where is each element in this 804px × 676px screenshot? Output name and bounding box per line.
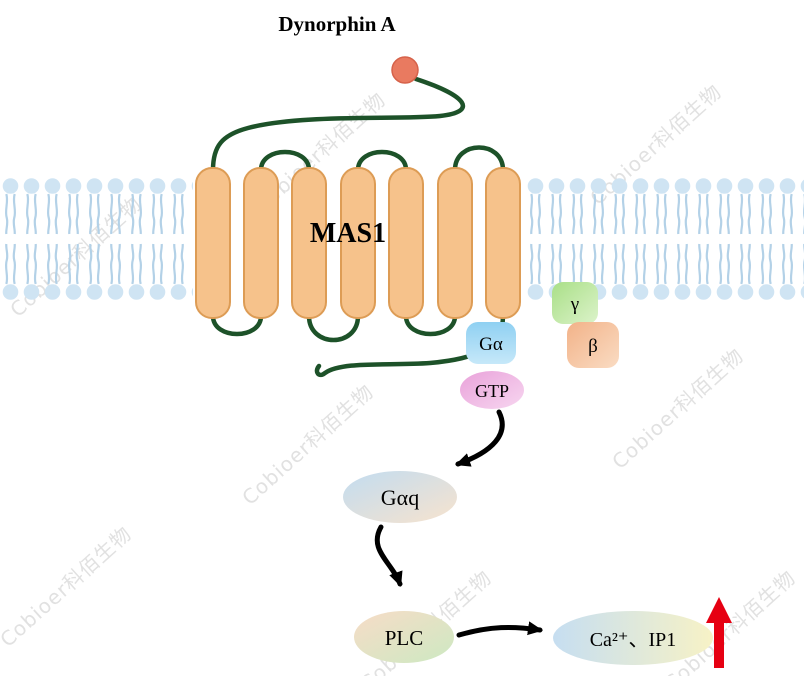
tm-helix <box>195 167 231 319</box>
gtp-label: GTP <box>475 381 509 401</box>
receptor-loops <box>210 76 506 378</box>
watermark-text: Cobioer科佰生物 <box>607 343 748 473</box>
membrane-right <box>524 176 804 302</box>
gaq-label: Gαq <box>381 485 419 510</box>
beta-subunit-box <box>567 322 619 368</box>
gamma-label: γ <box>570 294 579 315</box>
g-alpha-box <box>466 322 516 364</box>
receptor-label: MAS1 <box>310 218 386 249</box>
plc-ellipse <box>354 611 454 663</box>
ligand-title: Dynorphin A <box>278 12 396 36</box>
extracellular-loop <box>355 149 409 173</box>
beta-label: β <box>588 336 598 357</box>
plc-label: PLC <box>385 626 424 650</box>
output-label: Ca²⁺、IP1 <box>590 629 677 651</box>
increase-arrow-icon <box>706 597 732 668</box>
gtp-ellipse <box>460 371 524 409</box>
gaq-ellipse <box>343 471 457 523</box>
receptor-helices <box>195 167 521 319</box>
extracellular-loop <box>452 145 506 173</box>
g-alpha-label: Gα <box>479 334 503 355</box>
gamma-subunit-box <box>552 282 598 324</box>
output-ellipse <box>553 611 713 665</box>
tm-helix <box>388 167 424 319</box>
arrow-gtp-to-gaq <box>455 409 505 467</box>
arrow-plc-to-output <box>456 621 543 638</box>
intracellular-loop <box>210 313 264 337</box>
watermark-text: Cobioer科佰生物 <box>0 521 136 651</box>
dynorphin-ligand-dot <box>391 56 419 84</box>
extracellular-loop <box>258 149 312 173</box>
arrow-gaq-to-plc <box>374 524 403 587</box>
tm-helix <box>340 167 376 319</box>
tm-helix <box>485 167 521 319</box>
tm-helix <box>291 167 327 319</box>
tm-helix <box>243 167 279 319</box>
membrane-left <box>0 176 193 302</box>
tm-helix <box>437 167 473 319</box>
n-terminus-loop <box>210 76 465 173</box>
intracellular-loop <box>403 313 458 337</box>
intracellular-loop <box>306 313 361 343</box>
